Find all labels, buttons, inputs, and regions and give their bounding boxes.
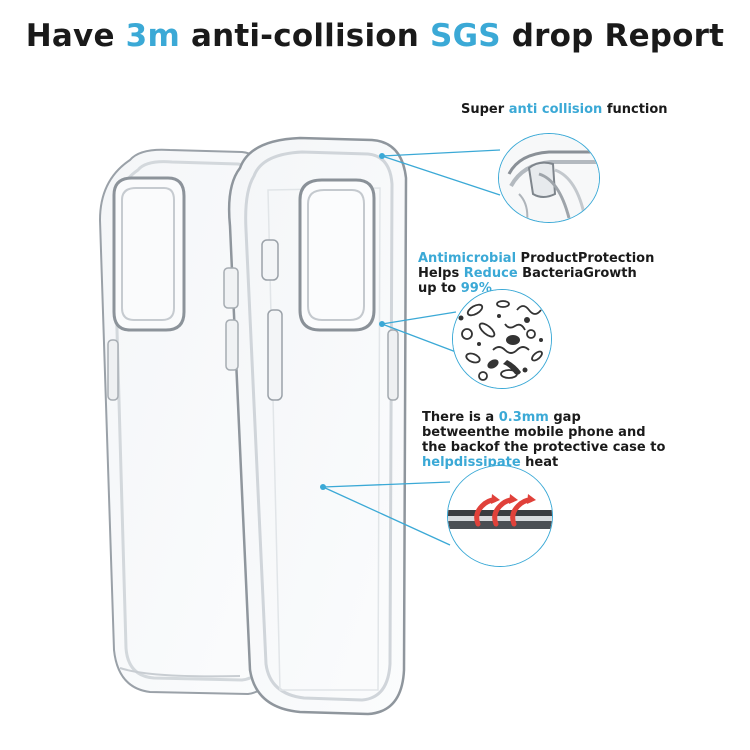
feature-text: up to [418,281,461,296]
feature-heat-gap: There is a 0.3mm gap betweenthe mobile p… [422,410,665,470]
feature-antimicrobial: Antimicrobial ProductProtection Helps Re… [418,251,654,296]
feature-text: the backof the protective case to [422,440,666,455]
case-corner-icon [499,134,599,222]
bacteria-detail-circle [452,289,552,389]
title-accent-3m: 3m [125,18,180,54]
feature-accent: Reduce [463,266,518,281]
feature-text: heat [520,455,559,470]
page-title: Have 3m anti-collision SGS drop Report [0,18,750,54]
feature-accent: Antimicrobial [418,251,517,266]
heat-arrow-icon [448,466,552,566]
bacteria-pattern-icon [453,290,551,388]
feature-text: ProductProtection [516,251,655,266]
title-part: Have [25,18,126,54]
feature-accent: anti collision [508,102,603,117]
feature-text: gap [548,410,581,425]
title-accent-sgs: SGS [430,18,501,54]
feature-text: BacteriaGrowth [517,266,637,281]
case-corner-detail-circle [498,133,600,223]
feature-text: betweenthe mobile phone and [422,425,646,440]
case-front-view [223,136,408,716]
feature-accent: 0.3mm [498,410,549,425]
feature-text: There is a [422,410,499,425]
callout-lines [320,149,501,546]
title-part: anti-collision [179,18,431,54]
heat-gap-detail-circle [447,465,553,567]
feature-anti-collision: Super anti collision function [461,102,668,117]
feature-text: Helps [418,266,464,281]
title-part: drop Report [500,18,725,54]
feature-text: function [602,102,668,117]
feature-text: Super [461,102,509,117]
